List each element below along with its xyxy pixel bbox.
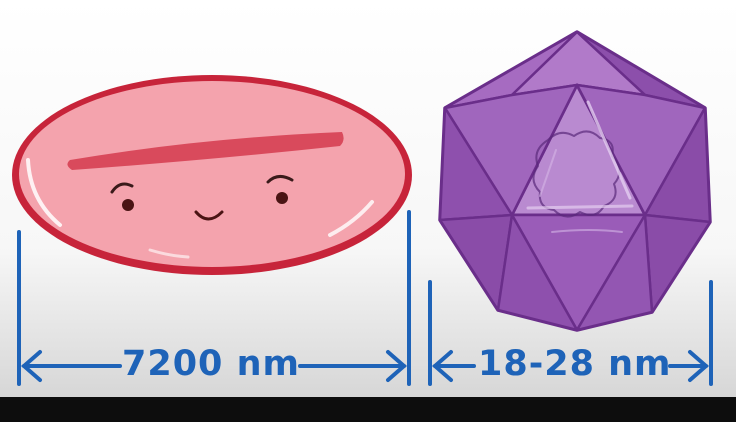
virus-capsid: [438, 30, 712, 332]
smile: [194, 210, 224, 221]
virus-size-label: 18-28 nm: [478, 344, 672, 384]
rbc-size-label: 7200 nm: [122, 344, 300, 384]
virus-arrow-left-head: [431, 350, 453, 382]
left-eye: [122, 199, 134, 211]
rbc-arrow-left-head: [20, 350, 42, 382]
measure-rbc: [17, 210, 411, 386]
right-eyebrow: [266, 175, 294, 184]
measure-virus: [428, 280, 713, 386]
virus-arrow-right-head: [688, 350, 710, 382]
red-blood-cell: [12, 75, 412, 275]
bottom-bar: [0, 397, 736, 422]
right-eye: [276, 192, 288, 204]
cell-face: [110, 175, 294, 221]
rbc-arrow-right-head: [386, 350, 408, 382]
left-eyebrow: [110, 182, 134, 194]
